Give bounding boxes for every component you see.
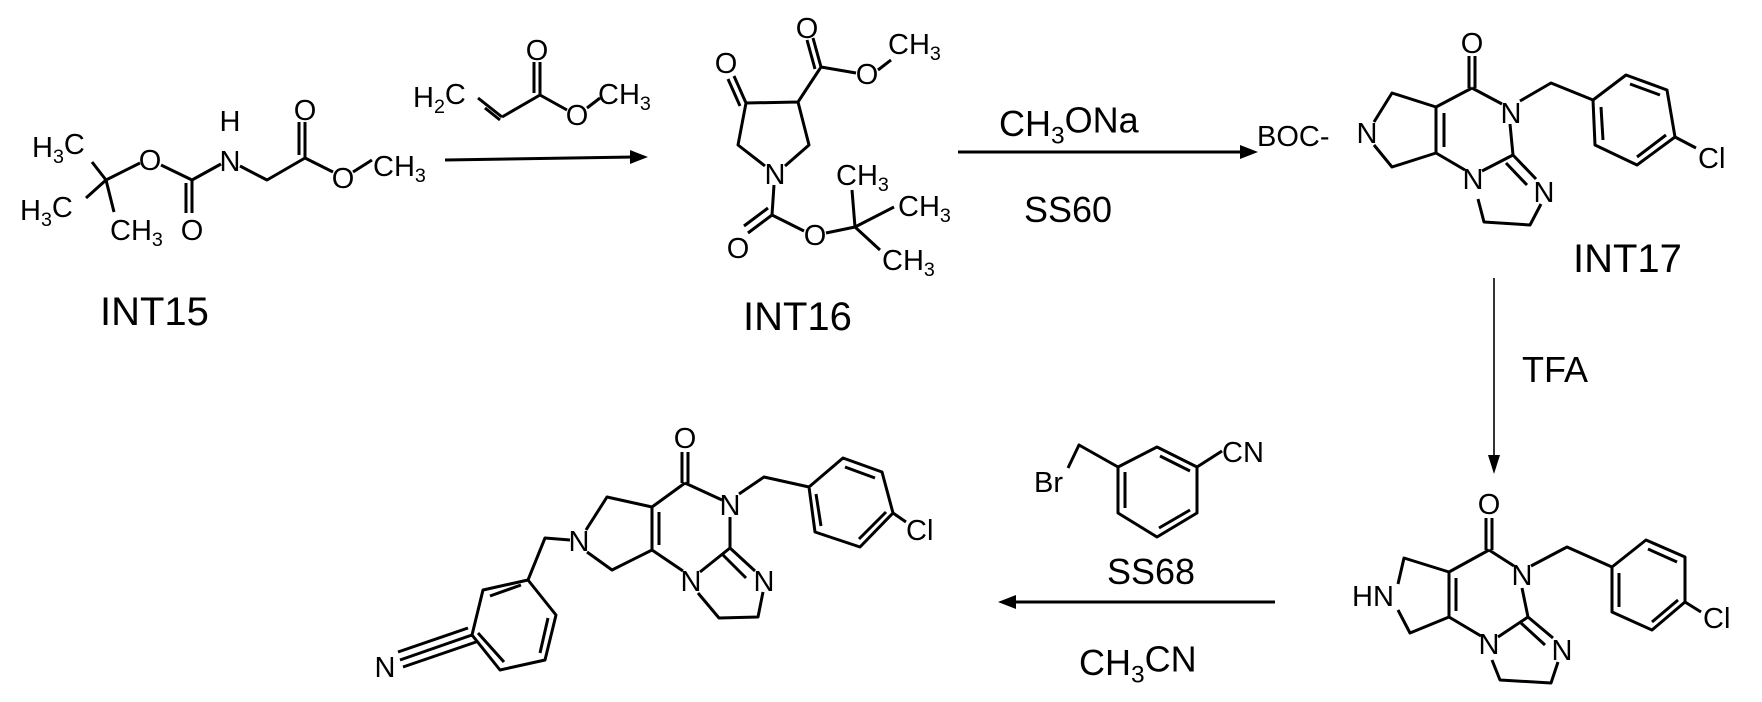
atom-label: O bbox=[674, 423, 697, 455]
arrow-head bbox=[998, 595, 1016, 609]
reaction-arrow-4: SS68 CH3CN bbox=[998, 551, 1275, 688]
atom-label: CH3 bbox=[110, 215, 163, 251]
atom-label: HN bbox=[1352, 581, 1394, 613]
atom-label: CH3 bbox=[888, 29, 941, 65]
arrow-head bbox=[630, 150, 648, 164]
atom-label: O bbox=[727, 233, 750, 265]
atom-label: N bbox=[1534, 177, 1555, 209]
atom-label: O bbox=[139, 145, 162, 177]
atom-label: N bbox=[1501, 98, 1522, 130]
atom-label: O bbox=[856, 59, 879, 91]
atom-label: H2C bbox=[413, 79, 466, 118]
reagent-ss60: SS60 bbox=[1024, 189, 1112, 230]
atom-label: O bbox=[332, 163, 355, 195]
atom-label: CH3 bbox=[373, 151, 426, 187]
atom-label: H bbox=[220, 106, 241, 138]
atom-label: N bbox=[1479, 629, 1500, 661]
reaction-arrow-3: TFA bbox=[1488, 278, 1588, 474]
atom-label: H3C bbox=[20, 192, 73, 231]
atom-label: N bbox=[1552, 635, 1573, 667]
reaction-arrow-1 bbox=[445, 150, 648, 164]
atom-label: Cl bbox=[1698, 143, 1725, 175]
reagent-sodium-methoxide: CH3ONa bbox=[999, 100, 1140, 150]
compound-label-int17: INT17 bbox=[1573, 237, 1682, 281]
arrow-shaft bbox=[445, 157, 634, 160]
atom-label: CH3 bbox=[598, 79, 651, 115]
reagent-ss68-label: SS68 bbox=[1107, 551, 1195, 592]
atom-label: O bbox=[566, 100, 589, 132]
arrow-head bbox=[1240, 145, 1258, 159]
atom-label: O bbox=[1478, 489, 1501, 521]
atom-label: N bbox=[765, 159, 786, 191]
arrow-head bbox=[1488, 455, 1500, 474]
product-bonds bbox=[398, 452, 906, 670]
atom-label: O bbox=[796, 13, 819, 45]
solvent-acetonitrile: CH3CN bbox=[1079, 639, 1197, 689]
atom-label: N bbox=[1357, 118, 1378, 150]
atom-label: O bbox=[715, 48, 738, 80]
molecule-methyl-acrylate: H2C O O CH3 bbox=[413, 35, 651, 132]
compound-label-int16: INT16 bbox=[743, 295, 852, 339]
atom-label: N bbox=[220, 146, 241, 178]
amine-bonds bbox=[1398, 518, 1701, 683]
molecule-int17: BOC- N O N Cl N N INT17 bbox=[1257, 28, 1725, 281]
atom-label: O bbox=[294, 95, 317, 127]
compound-label-int15: INT15 bbox=[100, 290, 209, 334]
atom-label: Cl bbox=[1703, 603, 1730, 635]
atom-label: Cl bbox=[906, 515, 933, 547]
atom-label: N bbox=[1512, 560, 1533, 592]
atom-label: N bbox=[375, 652, 396, 684]
atom-label: O bbox=[1461, 28, 1484, 60]
reaction-arrow-2: CH3ONa SS60 bbox=[958, 100, 1258, 230]
molecule-int15: H3C H3C CH3 O O N H O O CH3 INT15 bbox=[20, 95, 426, 334]
atom-label: CH3 bbox=[836, 160, 889, 196]
atom-label: O bbox=[526, 35, 549, 67]
atom-label: BOC- bbox=[1257, 121, 1330, 153]
atom-label: Br bbox=[1034, 467, 1063, 499]
molecule-deprotected-amine: O HN N Cl N N bbox=[1352, 489, 1730, 683]
atom-label: CN bbox=[1222, 437, 1264, 469]
reagent-tfa: TFA bbox=[1522, 349, 1588, 390]
atom-label: N bbox=[754, 566, 775, 598]
atom-label: CH3 bbox=[882, 245, 935, 281]
atom-label: N bbox=[1463, 164, 1484, 196]
molecule-int16: O O O CH3 N O O CH3 CH3 CH3 INT16 bbox=[715, 13, 951, 339]
atom-label: O bbox=[181, 215, 204, 247]
molecule-final-product: O N N Cl N N N bbox=[375, 423, 934, 684]
molecule-ss68: Br CN bbox=[1034, 437, 1264, 537]
atom-label: N bbox=[720, 490, 741, 522]
atom-label: H3C bbox=[32, 129, 85, 168]
atom-label: O bbox=[804, 220, 827, 252]
atom-label: N bbox=[681, 566, 702, 598]
atom-label: CH3 bbox=[898, 191, 951, 227]
ss68-bonds bbox=[1068, 445, 1222, 537]
atom-label: N bbox=[569, 526, 590, 558]
